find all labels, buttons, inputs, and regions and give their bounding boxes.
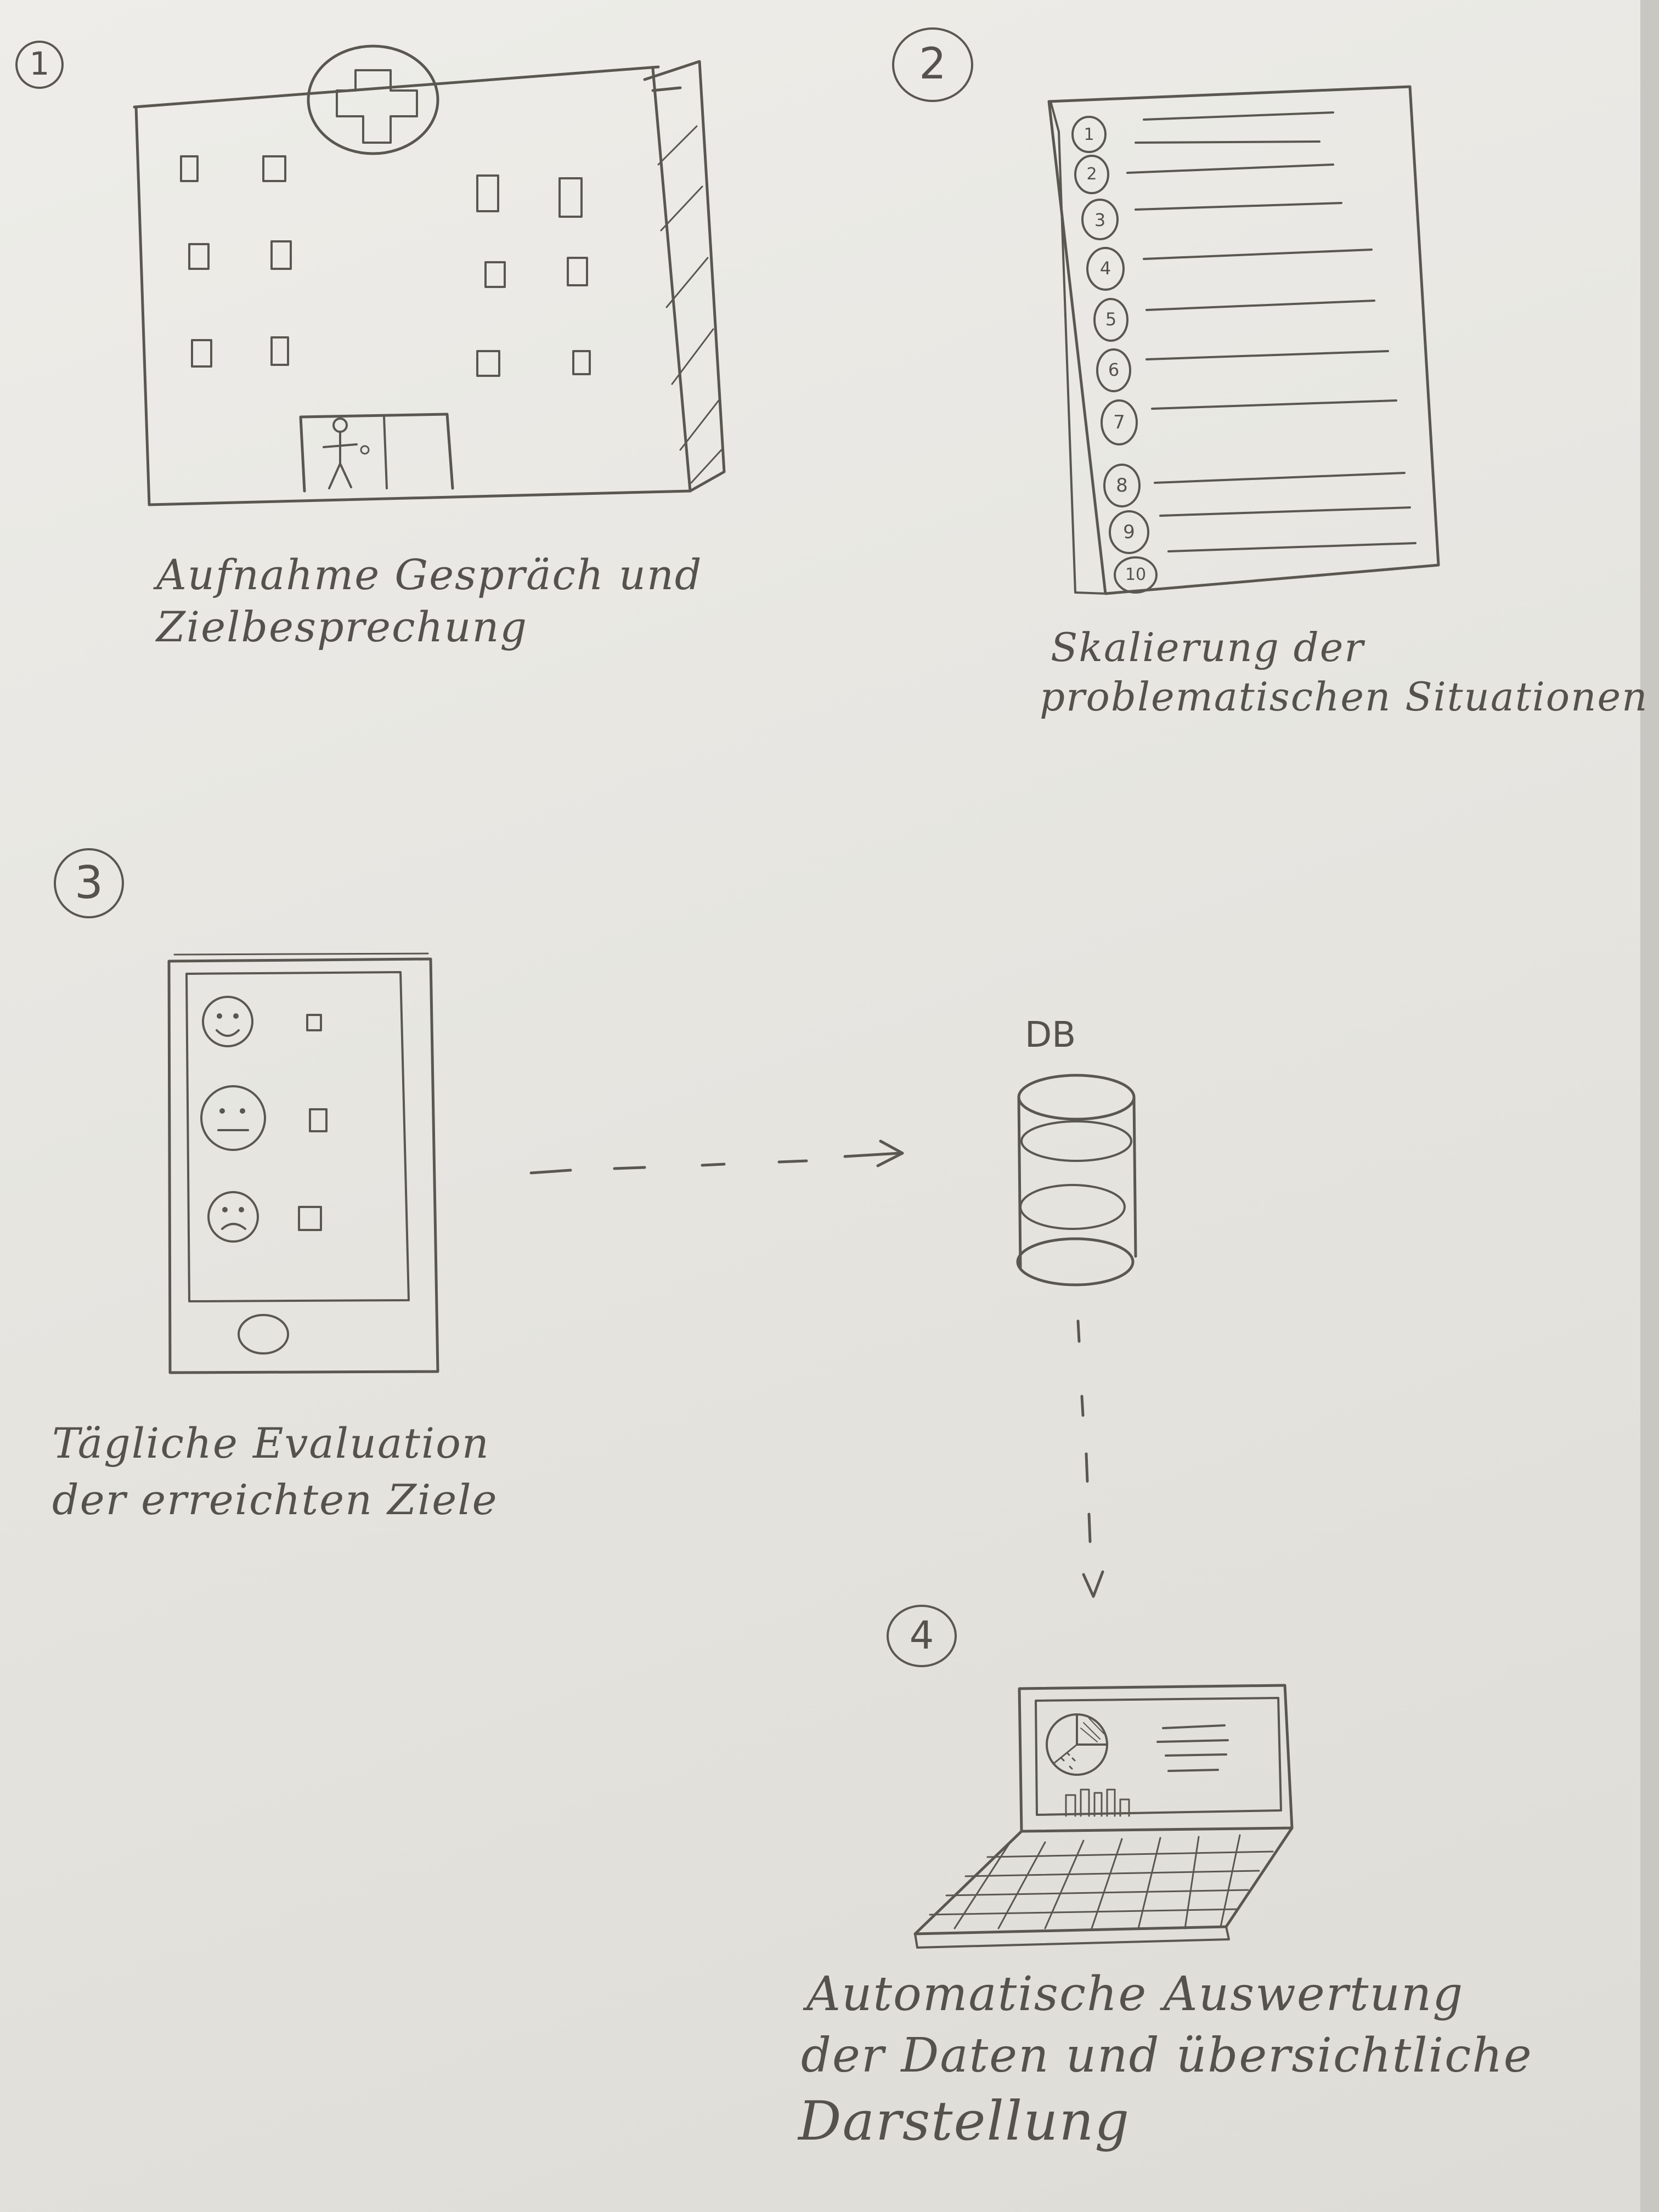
step-3-caption-line2: der erreichten Ziele <box>52 1475 498 1524</box>
dashed-arrow-to-laptop <box>1076 1319 1104 1598</box>
scale-number: 5 <box>1105 309 1117 330</box>
step-4-number: 4 <box>909 1613 934 1658</box>
scale-number: 8 <box>1116 475 1128 496</box>
step-1-caption-line2: Zielbesprechung <box>156 602 528 651</box>
step-4-caption-line3: Darstellung <box>798 2090 1131 2153</box>
scale-number: 9 <box>1123 521 1135 543</box>
checklist-sheet-icon <box>1047 85 1440 595</box>
step-4-caption-line1: Automatische Auswertung <box>806 1967 1464 2022</box>
hospital-building-icon <box>133 44 726 506</box>
scale-number: 6 <box>1108 359 1120 380</box>
step-3-caption: Tägliche Evaluation der erreichten Ziele <box>52 1415 498 1528</box>
step-2-circle <box>892 27 973 102</box>
step-2-number: 2 <box>919 40 946 89</box>
scale-number: 3 <box>1094 210 1106 230</box>
step-2-caption-line2: problematischen Situationen <box>1040 674 1649 720</box>
scale-number: 4 <box>1099 258 1111 279</box>
step-3-number: 3 <box>74 857 104 909</box>
step-3-circle <box>54 848 124 918</box>
step-1-number: 1 <box>29 45 50 82</box>
step-3-caption-line1: Tägliche Evaluation <box>52 1419 490 1468</box>
scale-number: 1 <box>1084 125 1094 144</box>
step-4-caption: Automatische Auswertung der Daten und üb… <box>798 1964 1533 2157</box>
scale-number: 2 <box>1086 165 1097 184</box>
step-4-circle <box>887 1605 957 1667</box>
step-1-caption: Aufnahme Gespräch und Zielbesprechung <box>156 549 703 653</box>
dashed-arrow-to-db <box>529 1139 904 1175</box>
table-edge <box>1640 0 1659 2212</box>
step-1-circle <box>15 41 64 89</box>
step-2-caption: Skalierung der problematischen Situation… <box>1040 623 1649 721</box>
step-2-caption-line1: Skalierung der <box>1051 624 1364 670</box>
step-4-caption-line2: der Daten und übersichtliche <box>801 2028 1533 2083</box>
step-1-caption-line1: Aufnahme Gespräch und <box>156 550 703 599</box>
scale-number: 10 <box>1125 565 1147 584</box>
smartphone-icon <box>167 952 439 1374</box>
database-label: DB <box>1025 1015 1076 1056</box>
database-cylinder-icon <box>1016 1074 1137 1286</box>
laptop-dashboard-icon <box>913 1684 1294 1949</box>
scale-number: 7 <box>1113 411 1125 433</box>
